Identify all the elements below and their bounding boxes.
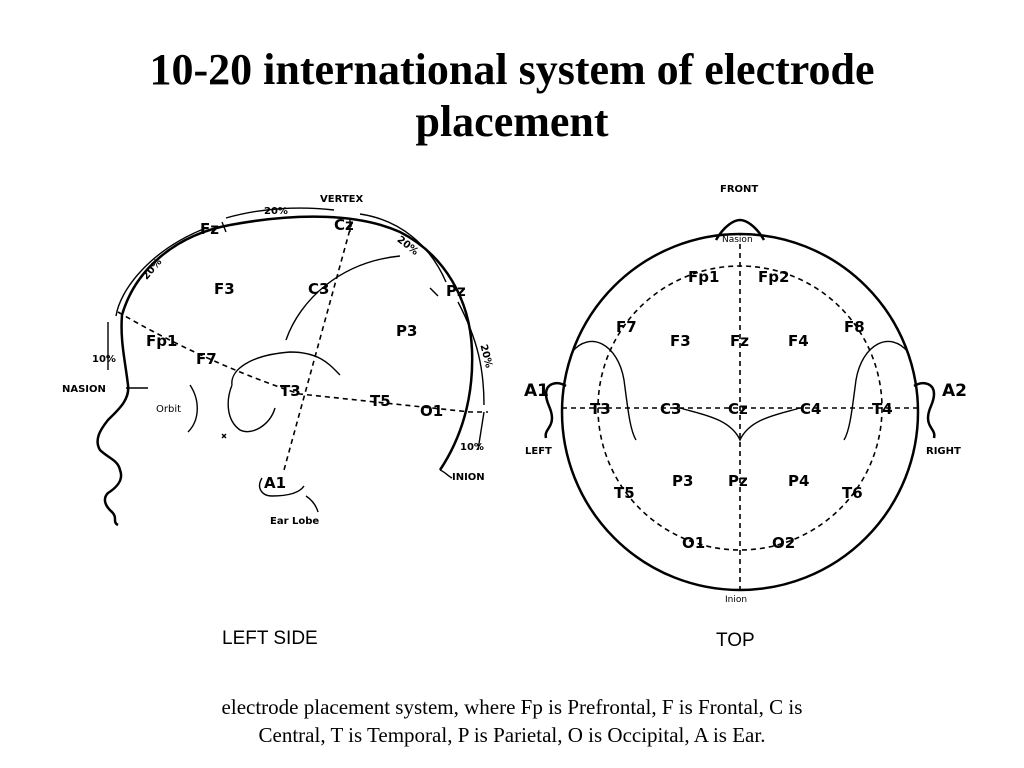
electrode-c3-top: C3 <box>660 400 681 418</box>
nose-outline <box>714 218 766 241</box>
electrode-f8-top: F8 <box>844 318 865 336</box>
percent-10-back: 10% <box>460 442 484 453</box>
percent-20-top: 20% <box>264 206 288 217</box>
arc-cz-pz <box>359 213 447 283</box>
electrode-t3: T3 <box>280 382 301 400</box>
arc-inion-10 <box>477 411 485 451</box>
center-brace <box>679 407 801 442</box>
top-caption: TOP <box>716 630 755 651</box>
ear-lobe-pointer <box>305 495 319 513</box>
electrode-p3: P3 <box>396 322 417 340</box>
arc-fz-cz <box>225 207 335 219</box>
left-label: LEFT <box>525 446 552 457</box>
electrode-cz-top: Cz <box>728 400 748 418</box>
percent-20-right: 20% <box>395 234 421 257</box>
electrode-fz: Fz <box>200 220 219 238</box>
electrode-t5: T5 <box>370 392 391 410</box>
electrode-f7: F7 <box>196 350 217 368</box>
orbit-label: Orbit <box>156 404 181 415</box>
caption-line-1: electrode placement system, where Fp is … <box>221 695 803 719</box>
electrode-f7-top: F7 <box>616 318 637 336</box>
electrode-f3: F3 <box>214 280 235 298</box>
head-profile-outline <box>96 215 474 527</box>
caption-line-2: Central, T is Temporal, P is Parietal, O… <box>258 723 766 747</box>
electrode-p3-top: P3 <box>672 472 693 490</box>
electrode-o1-top: O1 <box>682 534 705 552</box>
arc-fp-fz <box>115 227 207 317</box>
figure-caption: electrode placement system, where Fp is … <box>0 693 1024 749</box>
electrode-f4-top: F4 <box>788 332 809 350</box>
ear-lobe-outline <box>258 477 305 497</box>
front-label: FRONT <box>720 184 758 195</box>
ear-lobe-label: Ear Lobe <box>270 516 319 527</box>
title-line-2: placement <box>415 97 609 146</box>
tick-pz <box>429 287 439 297</box>
nasion-top-label: Nasion <box>722 235 753 245</box>
left-side-view: VERTEX 20% 20% 20% 20% 10% 10% NASION IN… <box>62 194 494 649</box>
top-view: FRONT Nasion Inion LEFT RIGHT Fp1 Fp2 F7… <box>524 184 967 651</box>
right-inner-curve <box>843 340 909 441</box>
electrode-fp1-top: Fp1 <box>688 268 719 286</box>
right-label: RIGHT <box>926 446 961 457</box>
slide-title: 10-20 international system of electrode … <box>0 44 1024 148</box>
percent-20-back: 20% <box>478 343 494 369</box>
electrode-a1-top: A1 <box>524 381 549 401</box>
left-ear-outline <box>544 382 567 439</box>
electrode-t6-top: T6 <box>842 484 863 502</box>
electrode-o2-top: O2 <box>772 534 795 552</box>
right-ear-outline <box>913 382 936 439</box>
inion-label: INION <box>452 472 485 483</box>
title-line-1: 10-20 international system of electrode <box>149 45 875 94</box>
electrode-a2-top: A2 <box>942 381 967 401</box>
electrode-fp2-top: Fp2 <box>758 268 789 286</box>
percent-20-left: 20% <box>141 257 165 282</box>
electrode-c4-top: C4 <box>800 400 821 418</box>
arc-pz-o <box>457 301 485 406</box>
electrode-p4-top: P4 <box>788 472 809 490</box>
vertex-label: VERTEX <box>320 194 363 205</box>
electrode-f3-top: F3 <box>670 332 691 350</box>
inion-top-label: Inion <box>725 595 747 605</box>
electrode-a1-side: A1 <box>264 474 286 492</box>
nasion-label: NASION <box>62 384 106 395</box>
side-midline-dashed <box>283 221 353 471</box>
electrode-fp1: Fp1 <box>146 332 177 350</box>
electrode-fz-top: Fz <box>730 332 749 350</box>
electrode-t5-top: T5 <box>614 484 635 502</box>
percent-10-front: 10% <box>92 354 116 365</box>
inion-notch <box>439 469 453 479</box>
electrode-t4-top: T4 <box>872 400 893 418</box>
left-side-caption: LEFT SIDE <box>222 628 318 649</box>
electrode-t3-top: T3 <box>590 400 611 418</box>
temporal-outline <box>227 351 341 433</box>
side-horizontal-dashed <box>117 311 488 413</box>
orbit-arc <box>187 384 198 433</box>
electrode-o1: O1 <box>420 402 443 420</box>
tick-fz <box>221 221 227 233</box>
electrode-star <box>221 433 227 439</box>
electrode-c3: C3 <box>308 280 329 298</box>
electrode-cz: Cz <box>334 216 354 234</box>
electrode-pz-top: Pz <box>728 472 748 490</box>
electrode-pz: Pz <box>446 282 466 300</box>
coronal-curve <box>285 255 401 341</box>
left-inner-curve <box>571 340 637 441</box>
